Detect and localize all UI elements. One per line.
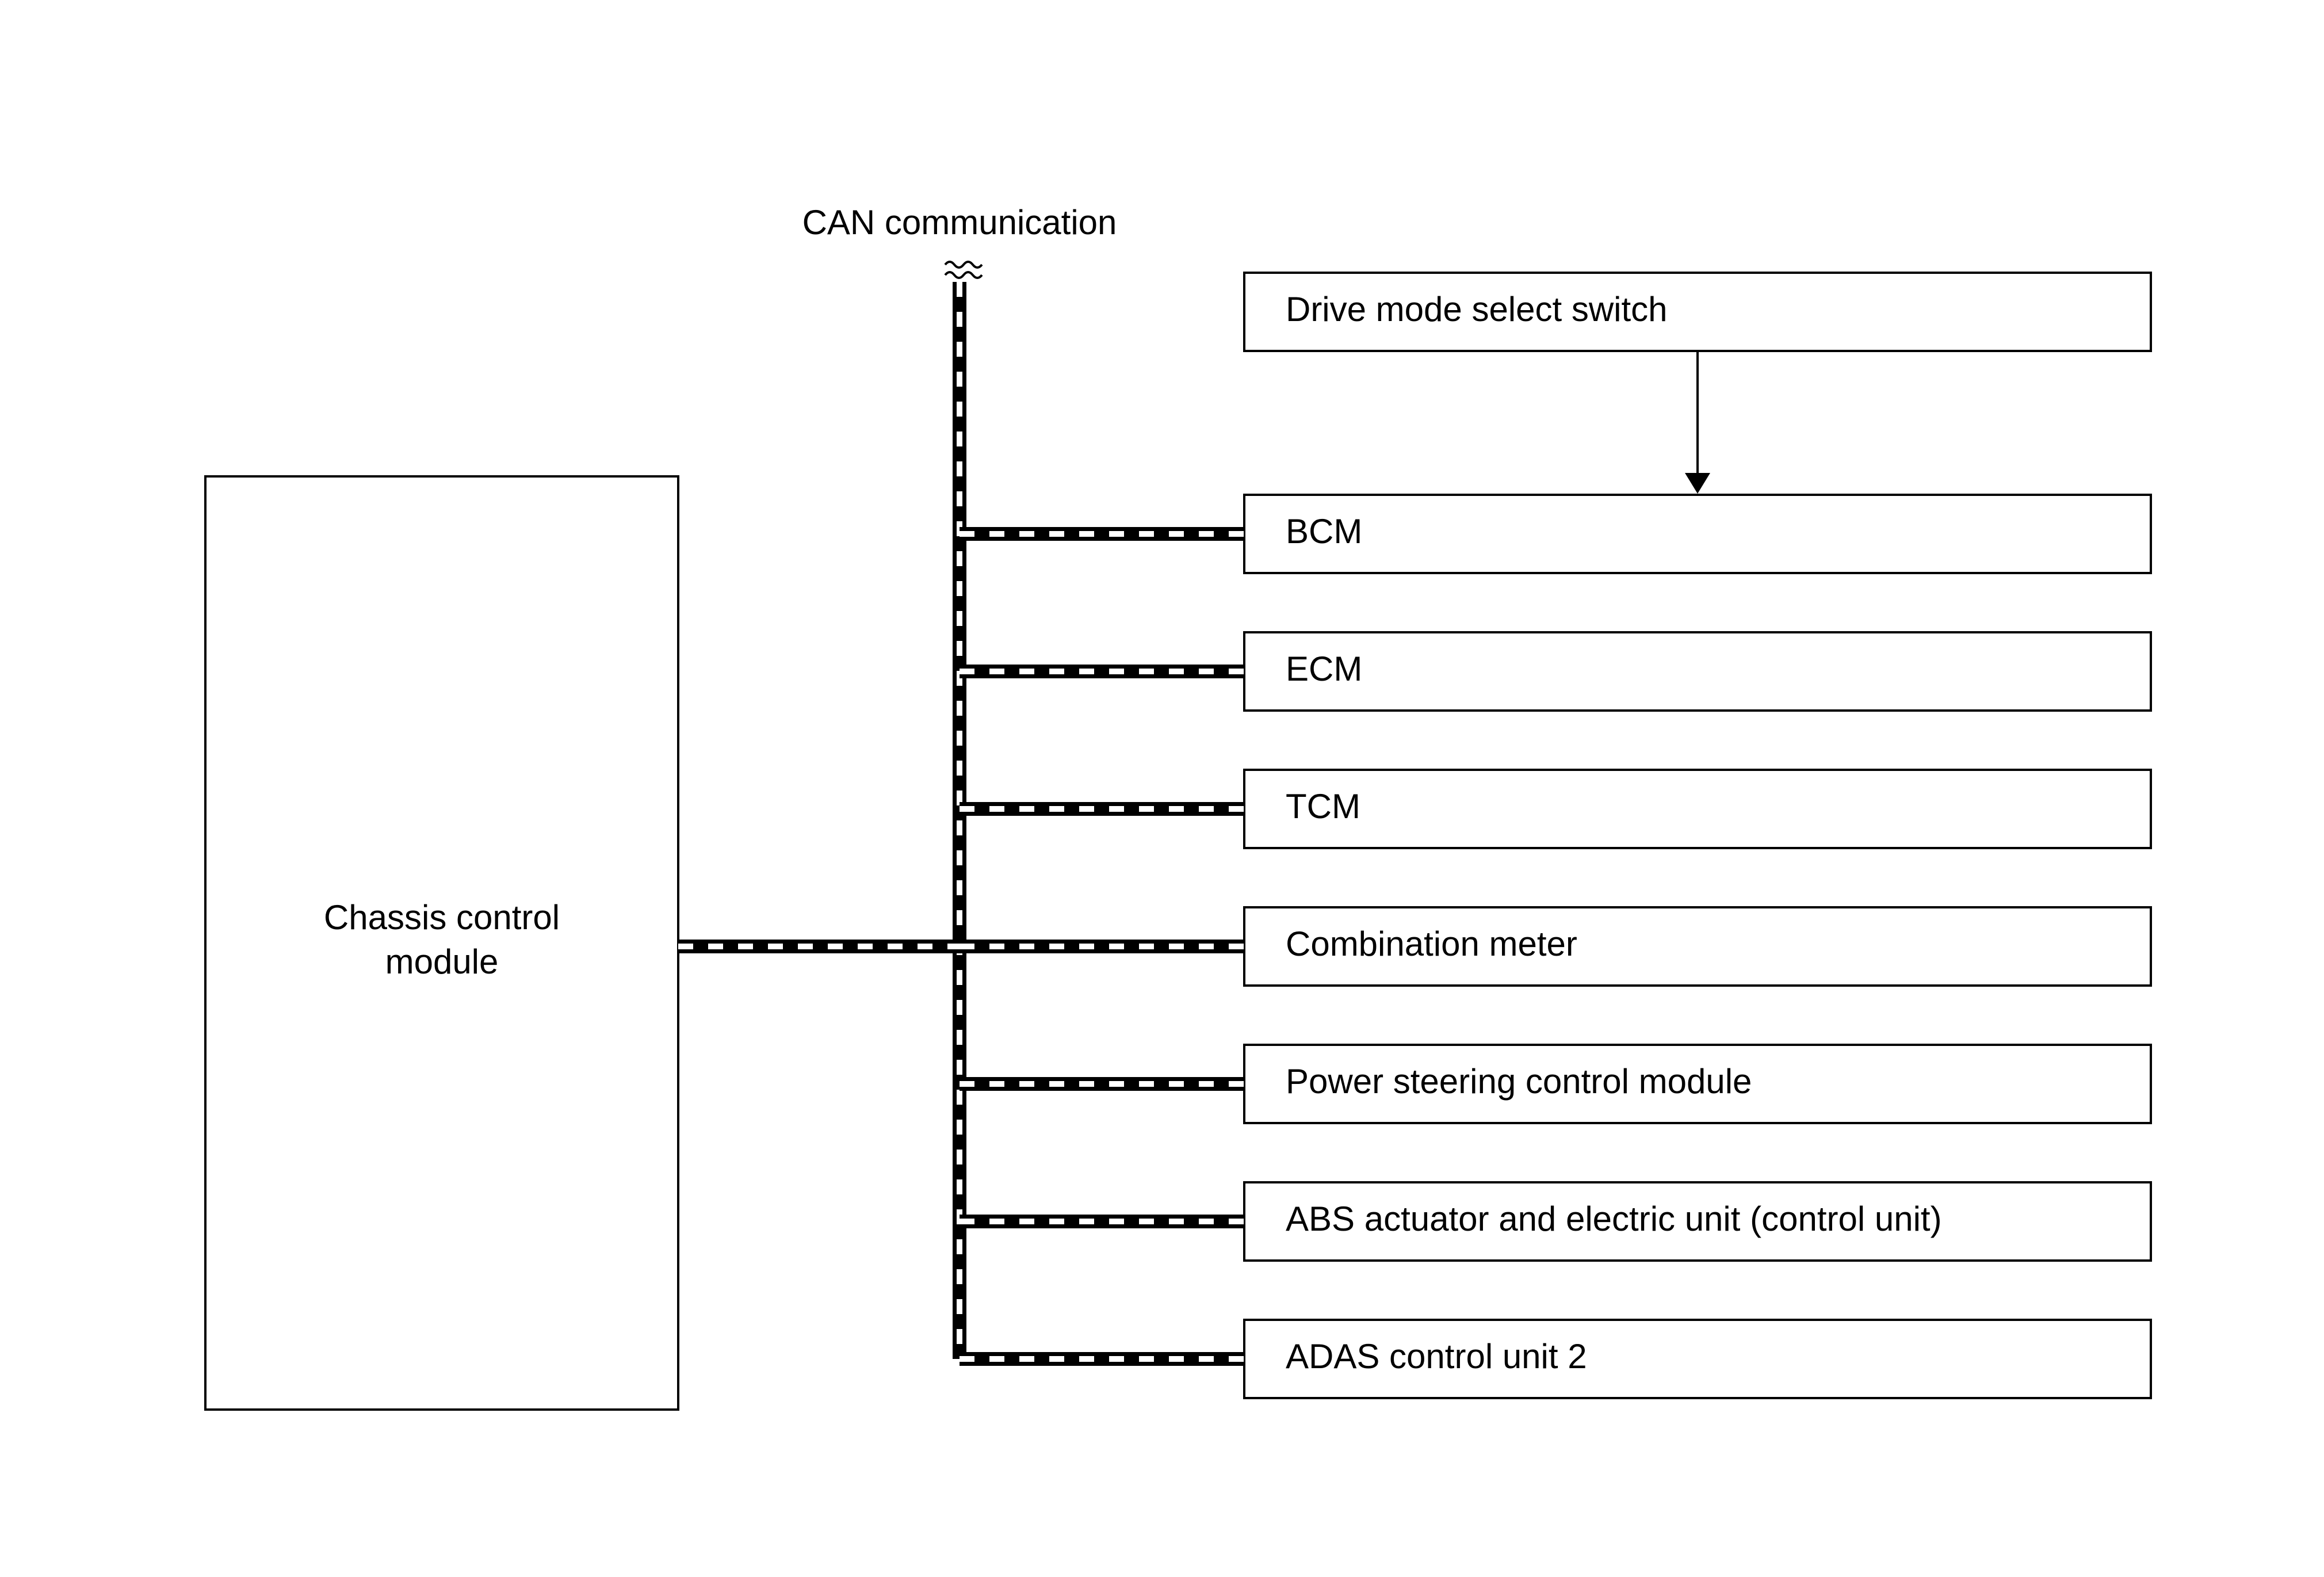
node-label-combination-meter: Combination meter (1286, 925, 1577, 963)
node-box-adas-control-unit-2: ADAS control unit 2 (1243, 1319, 2152, 1399)
node-box-tcm: TCM (1243, 769, 2152, 849)
chassis-control-module-box: Chassis control module (204, 475, 679, 1411)
switch-to-bcm-arrow (1685, 351, 1710, 494)
drive-mode-select-switch-box: Drive mode select switch (1243, 272, 2152, 352)
node-label-power-steering-control-module: Power steering control module (1286, 1062, 1752, 1101)
node-label-tcm: TCM (1286, 787, 1360, 826)
bus-break-symbol (944, 261, 983, 279)
can-communication-label: CAN communication (802, 203, 1117, 242)
node-label-ecm: ECM (1286, 650, 1362, 688)
node-box-ecm: ECM (1243, 631, 2152, 712)
node-box-bcm: BCM (1243, 494, 2152, 574)
chassis-control-module-label-line1: Chassis control (324, 898, 560, 937)
can-bus-lines (678, 282, 1244, 1366)
node-box-combination-meter: Combination meter (1243, 906, 2152, 987)
node-label-adas-control-unit-2: ADAS control unit 2 (1286, 1337, 1587, 1376)
drive-mode-select-switch-label: Drive mode select switch (1286, 290, 1668, 329)
node-box-abs-actuator: ABS actuator and electric unit (control … (1243, 1181, 2152, 1262)
node-label-bcm: BCM (1286, 512, 1362, 551)
chassis-control-module-label-line2: module (385, 942, 499, 981)
node-box-power-steering-control-module: Power steering control module (1243, 1044, 2152, 1124)
node-label-abs-actuator: ABS actuator and electric unit (control … (1286, 1200, 1942, 1238)
